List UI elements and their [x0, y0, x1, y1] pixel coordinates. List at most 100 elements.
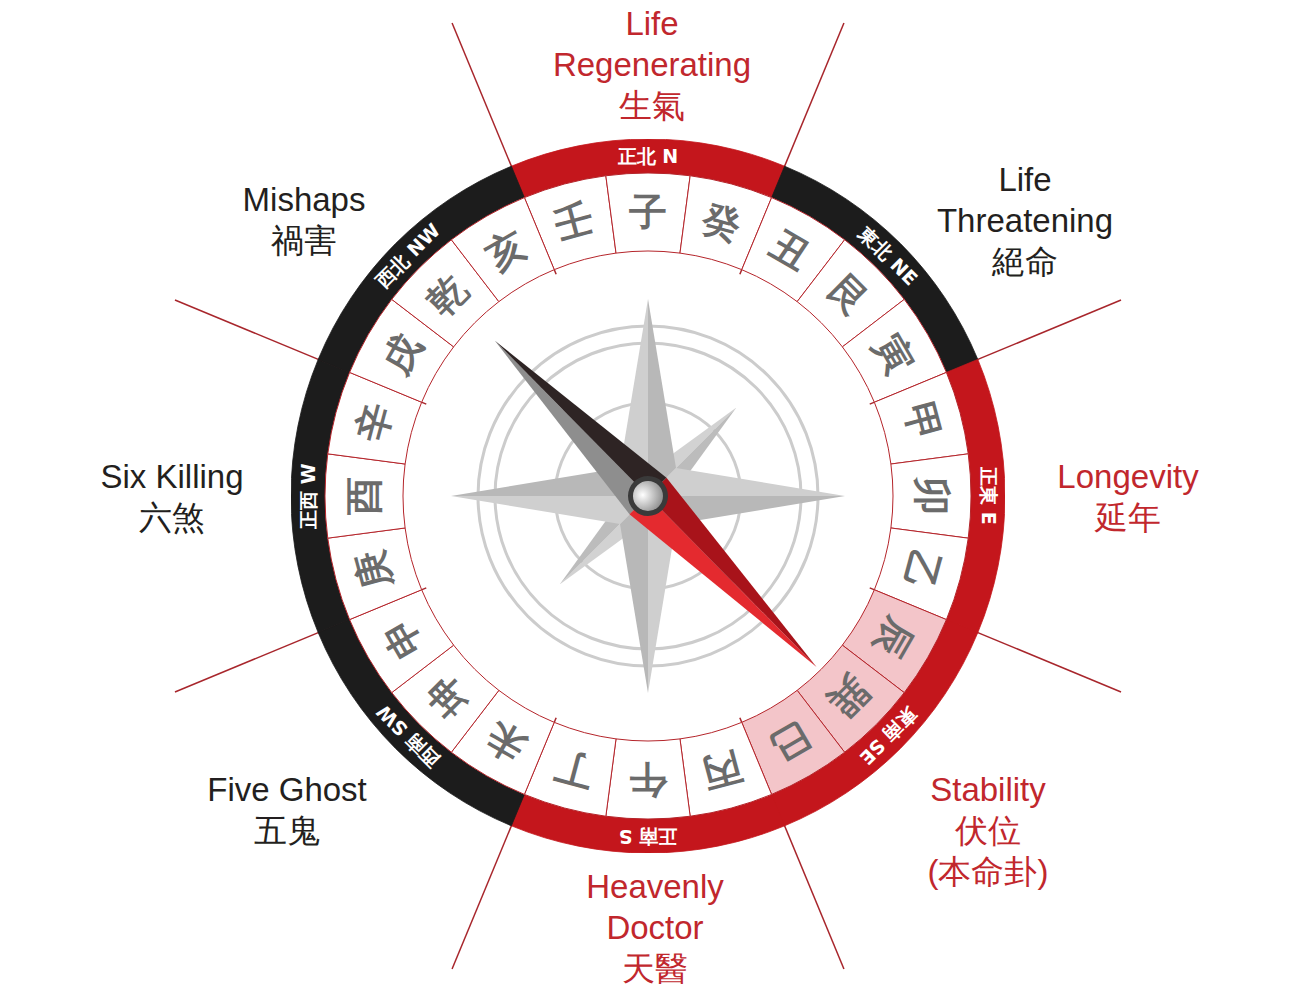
- mountain-cell: 坤: [291, 139, 1005, 853]
- direction-label: 正東 E: [979, 467, 998, 525]
- mountain-character: 壬: [551, 198, 598, 245]
- cell-shape: [291, 139, 1005, 853]
- cell-shape: [291, 139, 1005, 853]
- cell-arc: [392, 240, 499, 347]
- sector-label-group: Life Regenerating生氣: [542, 3, 762, 126]
- cell-arc: [524, 176, 616, 270]
- cell-shape: [291, 139, 1005, 853]
- mountain-cell: 子: [291, 139, 1005, 853]
- direction-band: 正西 W: [291, 139, 1005, 853]
- cell-arc: [842, 299, 946, 402]
- cell-arc: [606, 739, 690, 819]
- cell-shape: [291, 139, 1005, 853]
- sector-label-group: Longevity延年: [1057, 456, 1198, 538]
- cell-arc: [842, 590, 946, 693]
- band-shape: [291, 139, 1005, 853]
- cell-arc: [350, 299, 454, 402]
- mountain-character: 乾: [420, 268, 474, 322]
- mountain-character: 巽: [822, 670, 876, 724]
- cell-arc: [328, 528, 422, 620]
- cell-shape: [291, 139, 1005, 853]
- mountain-cell: 辰: [291, 139, 1005, 853]
- sector-label: 生氣: [619, 85, 685, 126]
- cell-arc: [742, 690, 845, 794]
- band-arc: [511, 794, 784, 853]
- mountain-character: 卯: [913, 477, 951, 515]
- mountain-character: 丑: [764, 224, 816, 276]
- sector-label: 禍害: [271, 220, 337, 261]
- needle-knob: [627, 475, 669, 517]
- cell-shape: [291, 139, 1005, 853]
- band-arc: [511, 139, 784, 198]
- mountain-cell: 癸: [291, 139, 1005, 853]
- mountain-character: 甲: [899, 399, 946, 446]
- cell-arc: [392, 645, 499, 752]
- sector-label-group: Mishaps禍害: [243, 179, 366, 261]
- cell-shape: [291, 139, 1005, 853]
- mountain-character: 巳: [764, 716, 816, 768]
- cell-arc: [680, 176, 772, 270]
- sector-label: Life Threatening: [915, 159, 1135, 241]
- mountain-cell: 丁: [291, 139, 1005, 853]
- mountain-cell: 午: [291, 139, 1005, 853]
- mountain-character: 寅: [868, 328, 920, 380]
- mountain-cell: 壬: [291, 139, 1005, 853]
- mountain-cell: 乾: [291, 139, 1005, 853]
- cell-arc: [891, 454, 971, 538]
- sector-label: Heavenly Doctor: [545, 866, 765, 948]
- mountain-cell: 乙: [291, 139, 1005, 853]
- mountain-cell: 寅: [291, 139, 1005, 853]
- sector-label: 伏位: [955, 810, 1021, 851]
- divider-line: [870, 300, 1121, 404]
- cell-arc: [328, 372, 422, 464]
- mountain-character: 亥: [480, 224, 532, 276]
- needle-red-half: [629, 496, 816, 685]
- mountain-cell: 甲: [291, 139, 1005, 853]
- mountain-character: 酉: [345, 477, 383, 515]
- mountain-character: 艮: [822, 268, 876, 322]
- band-shape: [291, 139, 1005, 853]
- direction-label: 西南 SW: [373, 702, 442, 771]
- direction-band: 正南 S: [291, 139, 1005, 853]
- band-shape: [291, 139, 1005, 853]
- cell-shape: [291, 139, 1005, 853]
- cell-arc: [874, 372, 968, 464]
- direction-band: 西南 SW: [291, 139, 1005, 853]
- mountain-cell: 巳: [291, 139, 1005, 853]
- direction-band: 東北 NE: [291, 139, 1005, 853]
- cell-shape: [291, 139, 1005, 853]
- mountain-cell: 申: [291, 139, 1005, 853]
- direction-band: 正北 N: [291, 139, 1005, 853]
- direction-band: 正東 E: [291, 139, 1005, 853]
- sector-label: 五鬼: [254, 810, 320, 851]
- cell-shape: [291, 139, 1005, 853]
- mountain-character: 坤: [420, 670, 474, 724]
- mountain-character: 庚: [350, 546, 397, 593]
- cell-arc: [797, 240, 904, 347]
- cell-shape: [291, 139, 1005, 853]
- cell-shape: [291, 139, 1005, 853]
- divider-line: [740, 718, 844, 969]
- mountain-cell: 卯: [291, 139, 1005, 853]
- direction-label: 東南 SE: [856, 704, 920, 768]
- sector-label-group: Stability伏位(本命卦): [928, 769, 1049, 892]
- mountain-character: 丙: [698, 747, 745, 794]
- cell-shape: [291, 139, 1005, 853]
- band-arc: [946, 359, 1005, 632]
- mountain-cell: 艮: [291, 139, 1005, 853]
- cell-arc: [325, 454, 405, 538]
- sector-label: Longevity: [1057, 456, 1198, 497]
- band-shape: [291, 139, 1005, 853]
- mountain-character: 乙: [899, 546, 946, 593]
- needle-red-half: [648, 478, 835, 667]
- cell-arc: [451, 690, 554, 794]
- sector-label: 絕命: [992, 241, 1058, 282]
- sector-label: 延年: [1095, 497, 1161, 538]
- band-shape: [291, 139, 1005, 853]
- mountain-character: 丁: [551, 747, 598, 794]
- band-shape: [291, 139, 1005, 853]
- sector-label: Five Ghost: [207, 769, 367, 810]
- band-arc: [772, 620, 978, 826]
- band-shape: [291, 139, 1005, 853]
